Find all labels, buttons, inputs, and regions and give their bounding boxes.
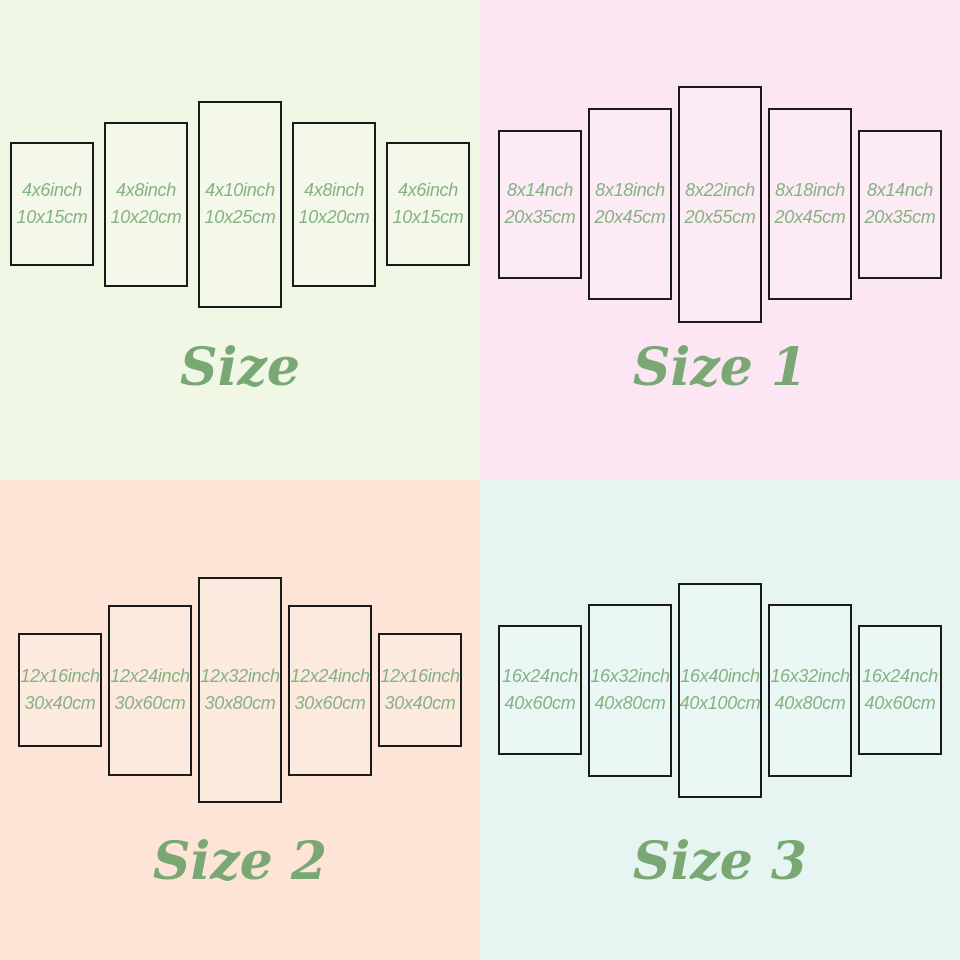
panel-inch-label: 8x14nch (507, 180, 573, 200)
panel-cm-label: 40x80cm (774, 693, 846, 713)
canvas-panel: 8x14nch 20x35cm (858, 129, 942, 279)
canvas-panel: 4x6inch 10x15cm (386, 142, 470, 266)
panel-inch-label: 8x14nch (867, 180, 933, 200)
panel-cm-label: 10x20cm (298, 207, 370, 227)
canvas-panel: 4x8inch 10x20cm (104, 121, 188, 287)
canvas-panel: 8x22inch 20x55cm (678, 85, 762, 323)
panel-cm-label: 40x60cm (864, 693, 936, 713)
panel-label: 16x24nch 40x60cm (502, 663, 578, 717)
canvas-panel: 8x14nch 20x35cm (498, 129, 582, 279)
canvas-panel: 12x24inch 30x60cm (288, 604, 372, 776)
panel-row: 4x6inch 10x15cm 4x8inch 10x20cm 4x10inch… (0, 0, 480, 408)
panel-label: 8x14nch 20x35cm (865, 177, 936, 231)
panel-inch-label: 4x8inch (116, 180, 176, 200)
panel-cm-label: 30x40cm (24, 693, 96, 713)
panel-cm-label: 40x60cm (504, 693, 576, 713)
panel-inch-label: 16x24nch (862, 666, 938, 686)
size-chart-quadrant-1: 8x14nch 20x35cm 8x18inch 20x45cm 8x22inc… (480, 0, 960, 480)
quadrant-title: Size 3 (632, 831, 808, 892)
panel-cm-label: 20x45cm (774, 207, 846, 227)
canvas-panel: 4x8inch 10x20cm (292, 121, 376, 287)
panel-row: 12x16inch 30x40cm 12x24inch 30x60cm 12x3… (0, 480, 480, 900)
panel-label: 4x6inch 10x15cm (17, 177, 88, 231)
panel-inch-label: 12x24inch (290, 666, 370, 686)
panel-inch-label: 16x32inch (770, 666, 850, 686)
panel-label: 16x40inch 40x100cm (680, 663, 761, 717)
panel-label: 12x16inch 30x40cm (380, 663, 460, 717)
panel-cm-label: 20x55cm (684, 207, 756, 227)
panel-cm-label: 10x25cm (204, 207, 276, 227)
panel-label: 4x8inch 10x20cm (299, 177, 370, 231)
panel-label: 8x18inch 20x45cm (775, 177, 846, 231)
panel-inch-label: 8x18inch (775, 180, 845, 200)
canvas-panel: 16x40inch 40x100cm (678, 582, 762, 798)
size-chart-quadrant-2: 12x16inch 30x40cm 12x24inch 30x60cm 12x3… (0, 480, 480, 960)
panel-cm-label: 30x60cm (294, 693, 366, 713)
panel-label: 12x24inch 30x60cm (110, 663, 190, 717)
panel-cm-label: 20x45cm (594, 207, 666, 227)
canvas-panel: 8x18inch 20x45cm (768, 108, 852, 300)
size-chart-quadrant-3: 16x24nch 40x60cm 16x32inch 40x80cm 16x40… (480, 480, 960, 960)
panel-inch-label: 12x16inch (380, 666, 460, 686)
panel-label: 8x14nch 20x35cm (505, 177, 576, 231)
panel-cm-label: 10x15cm (392, 207, 464, 227)
quadrant-title: Size 1 (632, 337, 808, 398)
canvas-panel: 16x24nch 40x60cm (858, 625, 942, 755)
panel-label: 12x24inch 30x60cm (290, 663, 370, 717)
panel-cm-label: 10x15cm (16, 207, 88, 227)
panel-cm-label: 40x80cm (594, 693, 666, 713)
panel-row: 16x24nch 40x60cm 16x32inch 40x80cm 16x40… (480, 480, 960, 900)
panel-inch-label: 12x24inch (110, 666, 190, 686)
panel-inch-label: 16x40inch (680, 666, 760, 686)
panel-label: 16x24nch 40x60cm (862, 663, 938, 717)
panel-label: 4x6inch 10x15cm (393, 177, 464, 231)
panel-inch-label: 4x6inch (22, 180, 82, 200)
panel-inch-label: 4x8inch (304, 180, 364, 200)
panel-row: 8x14nch 20x35cm 8x18inch 20x45cm 8x22inc… (480, 0, 960, 408)
size-chart-quadrant-default: 4x6inch 10x15cm 4x8inch 10x20cm 4x10inch… (0, 0, 480, 480)
canvas-panel: 4x10inch 10x25cm (198, 100, 282, 308)
panel-inch-label: 8x18inch (595, 180, 665, 200)
panel-inch-label: 16x24nch (502, 666, 578, 686)
panel-label: 4x10inch 10x25cm (205, 177, 276, 231)
panel-label: 12x32inch 30x80cm (200, 663, 280, 717)
panel-label: 4x8inch 10x20cm (111, 177, 182, 231)
panel-inch-label: 16x32inch (590, 666, 670, 686)
canvas-panel: 16x32inch 40x80cm (588, 603, 672, 777)
panel-cm-label: 30x80cm (204, 693, 276, 713)
panel-cm-label: 30x40cm (384, 693, 456, 713)
canvas-panel: 16x24nch 40x60cm (498, 625, 582, 755)
panel-inch-label: 12x16inch (20, 666, 100, 686)
panel-label: 8x18inch 20x45cm (595, 177, 666, 231)
canvas-panel: 4x6inch 10x15cm (10, 142, 94, 266)
panel-label: 16x32inch 40x80cm (590, 663, 670, 717)
panel-cm-label: 30x60cm (114, 693, 186, 713)
panel-cm-label: 10x20cm (110, 207, 182, 227)
quadrant-title: Size 2 (152, 831, 328, 892)
panel-inch-label: 4x10inch (205, 180, 275, 200)
panel-label: 16x32inch 40x80cm (770, 663, 850, 717)
panel-inch-label: 8x22inch (685, 180, 755, 200)
quadrant-title: Size (180, 337, 300, 398)
canvas-panel: 12x16inch 30x40cm (18, 633, 102, 747)
panel-label: 12x16inch 30x40cm (20, 663, 100, 717)
panel-cm-label: 20x35cm (864, 207, 936, 227)
panel-cm-label: 40x100cm (679, 693, 761, 713)
panel-label: 8x22inch 20x55cm (685, 177, 756, 231)
canvas-panel: 12x32inch 30x80cm (198, 577, 282, 803)
canvas-panel: 8x18inch 20x45cm (588, 108, 672, 300)
canvas-panel: 12x24inch 30x60cm (108, 604, 192, 776)
panel-cm-label: 20x35cm (504, 207, 576, 227)
panel-inch-label: 4x6inch (398, 180, 458, 200)
canvas-panel: 12x16inch 30x40cm (378, 633, 462, 747)
canvas-panel: 16x32inch 40x80cm (768, 603, 852, 777)
panel-inch-label: 12x32inch (200, 666, 280, 686)
